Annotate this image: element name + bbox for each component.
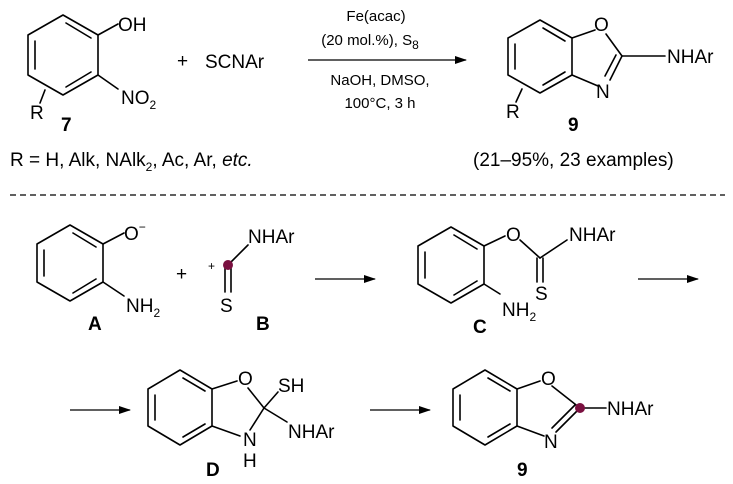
product-9-structure (452, 369, 607, 446)
condition-temperature-time: 100°C, 3 h (344, 95, 415, 112)
electrophilic-carbon-dot (223, 260, 233, 270)
r-substituent-label: R (30, 103, 44, 124)
compound-9-structure (507, 19, 666, 103)
product-nitrogen-label: N (544, 432, 558, 453)
yield-summary: (21–95%, 23 examples) (473, 150, 674, 171)
phenolate-oxygen-label: O− (124, 220, 146, 245)
condition-loading: (20 mol.%), S8 (321, 32, 419, 52)
product-oxygen-label: O (541, 369, 556, 390)
intermediate-a-label: A (88, 314, 102, 335)
intermediate-d-oxygen-label: O (238, 369, 253, 390)
compound-7-label: 7 (61, 115, 72, 136)
intermediate-b-label: B (256, 314, 270, 335)
intermediate-d-label: D (206, 460, 220, 481)
oxazole-nitrogen-label: N (596, 82, 610, 103)
r-substituent-label-product: R (506, 102, 520, 123)
intermediate-b-nhar-label: NHAr (248, 227, 295, 248)
product-carbon-dot (575, 403, 585, 413)
intermediate-c-structure (417, 226, 568, 304)
amino-aryl-label: NHAr (667, 47, 714, 68)
intermediate-c-amine-label: NH2 (502, 300, 536, 324)
intermediate-d-hydrogen-label: H (243, 451, 257, 472)
intermediate-c-oxygen-label: O (506, 225, 521, 246)
condition-base-solvent: NaOH, DMSO, (330, 72, 429, 89)
intermediate-b-sulfur-label: S (220, 296, 233, 317)
nitro-label: NO2 (121, 88, 157, 112)
oxazole-oxygen-label: O (594, 15, 609, 36)
product-9-label: 9 (517, 460, 528, 481)
intermediate-a-structure (36, 224, 125, 302)
intermediate-d-nhar-label: NHAr (288, 422, 335, 443)
intermediate-d-nitrogen-label: N (243, 430, 257, 451)
intermediate-b-structure (223, 244, 249, 293)
hydroxyl-label: OH (118, 15, 147, 36)
product-nhar-label: NHAr (607, 399, 654, 420)
intermediate-c-label: C (473, 317, 487, 338)
plus-sign-mechanism: + (176, 264, 187, 285)
substituent-scope: R = H, Alk, NAlk2, Ac, Ar, etc. (10, 150, 253, 174)
intermediate-c-nhar-label: NHAr (569, 225, 616, 246)
intermediate-d-structure (147, 369, 288, 446)
plus-sign: + (177, 51, 188, 72)
intermediate-a-amine-label: NH2 (126, 296, 160, 320)
cation-charge: + (208, 259, 215, 273)
compound-7-structure (27, 14, 119, 104)
intermediate-d-thiol-label: SH (278, 376, 304, 397)
intermediate-c-sulfur-label: S (535, 284, 548, 305)
isothiocyanate-label: SCNAr (205, 52, 265, 73)
compound-9-label: 9 (568, 115, 579, 136)
condition-catalyst: Fe(acac) (346, 8, 405, 25)
